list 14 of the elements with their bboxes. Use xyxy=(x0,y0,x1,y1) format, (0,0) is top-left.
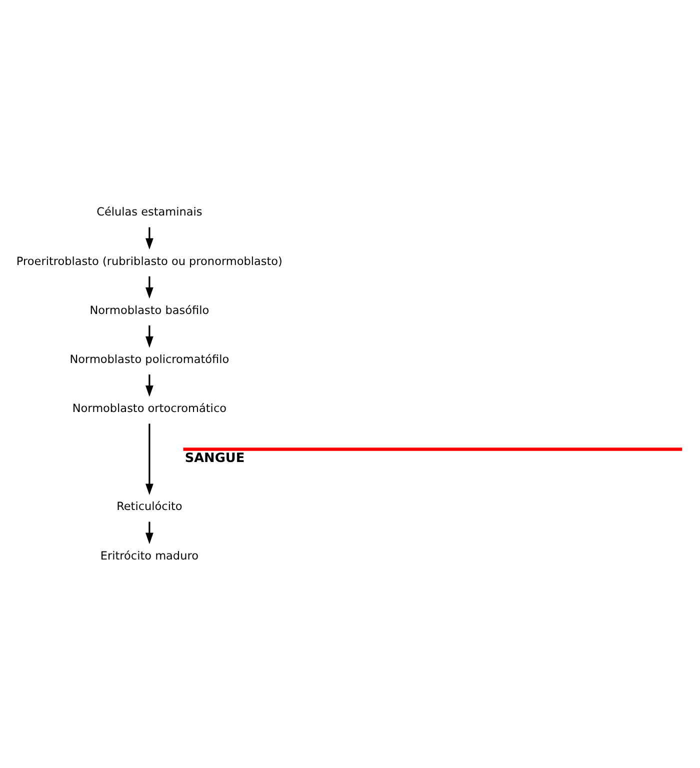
node-text: Normoblasto basófilo xyxy=(90,303,210,316)
label: SANGUE xyxy=(184,450,245,466)
arrow xyxy=(145,226,154,250)
arrow xyxy=(145,276,154,298)
node-text: Células estaminais xyxy=(96,205,202,218)
arrow xyxy=(145,423,154,495)
node-text: Reticulócito xyxy=(116,500,182,513)
node-text: Proeritroblasto (rubriblasto ou pronormoblasto) xyxy=(16,254,282,268)
arrow xyxy=(145,324,154,348)
node-text: Normoblasto ortocromático xyxy=(72,402,227,415)
arrow xyxy=(145,374,154,396)
node-text: Eritrócito maduro xyxy=(100,548,198,562)
arrow xyxy=(145,521,154,544)
node-text: Normoblasto policromatófilo xyxy=(70,352,230,366)
